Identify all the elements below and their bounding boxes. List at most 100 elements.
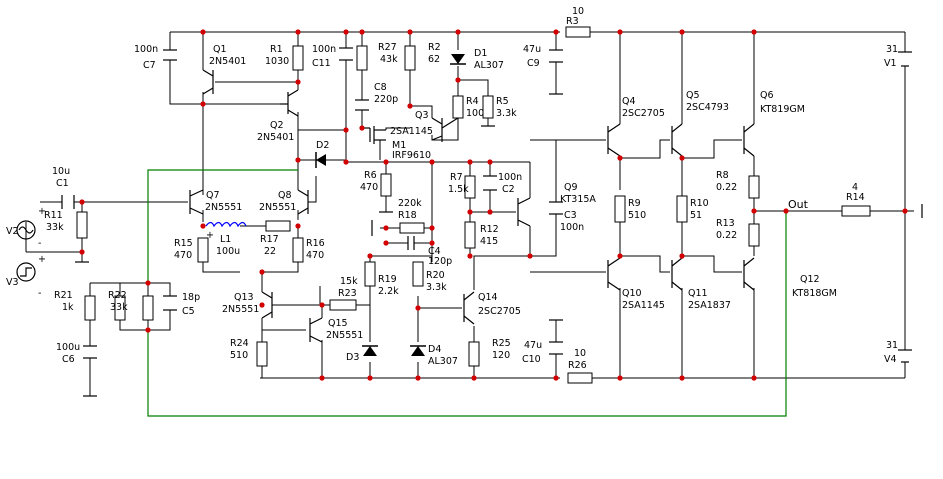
r22b-body: [142, 295, 154, 321]
q5-ref: Q5: [686, 90, 700, 101]
c1-ref: C1: [56, 178, 69, 189]
r12-body: [464, 221, 476, 249]
c10-ref: C10: [522, 354, 541, 365]
d1-part: AL307: [474, 60, 504, 71]
r14-value: 4: [852, 182, 858, 193]
r8-ref: R8: [716, 170, 729, 181]
q12-symbol: [743, 257, 755, 291]
r23-ref: R23: [338, 288, 357, 299]
r11-value: 33k: [46, 222, 64, 233]
c1-plates: [61, 195, 75, 209]
r21-ref: R21: [54, 290, 73, 301]
c2-plates: [483, 175, 497, 191]
q14-ref: Q14: [478, 292, 498, 303]
l1-ref: L1: [220, 234, 231, 245]
q9-part: KT315A: [560, 194, 596, 205]
sources: [16, 220, 36, 282]
r9-value: 510: [628, 210, 646, 221]
r13-body: [748, 223, 760, 247]
r9-body: [614, 195, 626, 223]
q2-ref: Q2: [270, 120, 284, 131]
r13-ref: R13: [716, 218, 735, 229]
r5-value: 3.3k: [496, 108, 517, 119]
c11-ref: C11: [312, 58, 331, 69]
q9-symbol: [517, 197, 531, 227]
r3-value: 10: [572, 6, 584, 17]
c8-ref: C8: [374, 82, 387, 93]
r6-body: [380, 173, 392, 197]
v1-plates: [898, 51, 912, 67]
r20-ref: R20: [426, 270, 445, 281]
r2-body: [404, 45, 416, 71]
c11-value: 100n: [312, 44, 336, 55]
c6-value: 100u: [56, 342, 80, 353]
q12-part: KT818GM: [792, 288, 837, 299]
r7-value: 1.5k: [448, 184, 469, 195]
m1-symbol: [362, 126, 386, 144]
r13-value: 0.22: [716, 230, 737, 241]
r4-body: [452, 95, 464, 119]
r18-body: [399, 222, 425, 234]
r16-value: 470: [306, 250, 324, 261]
v2-ref: V2: [6, 226, 19, 237]
r14-body: [841, 205, 871, 217]
r3-body: [565, 26, 591, 38]
c10-value: 47u: [524, 340, 542, 351]
v3-ref: V3: [6, 277, 19, 288]
c7-value: 100n: [134, 44, 158, 55]
c9-value: 47u: [523, 44, 541, 55]
r3-ref: R3: [566, 16, 579, 27]
m1-part: IRF9610: [392, 150, 431, 161]
r27-body: [356, 45, 368, 71]
q7-ref: Q7: [206, 190, 220, 201]
q3-symbol: [431, 117, 459, 142]
c4-plates: [407, 236, 415, 250]
v2-plus-sign: +: [38, 206, 46, 217]
q4-ref: Q4: [622, 96, 636, 107]
component-labels: 100n C7 Q1 2N5401 R1 1030 100n C11 R27 4…: [6, 6, 898, 371]
r11-body: [76, 211, 88, 239]
c6-ref: C6: [62, 354, 75, 365]
q14-part: 2SC2705: [478, 306, 521, 317]
r24-ref: R24: [230, 338, 249, 349]
r21-body: [84, 295, 96, 321]
d3-symbol: [362, 345, 378, 356]
r20-body: [412, 261, 424, 287]
c5-ref: C5: [182, 306, 195, 317]
c2-ref: C2: [502, 184, 515, 195]
d3-ref: D3: [346, 352, 359, 363]
r15-body: [197, 237, 209, 263]
r26-body: [567, 372, 593, 384]
d1-ref: D1: [474, 48, 487, 59]
resistors: [76, 26, 871, 384]
c9-ref: C9: [527, 58, 540, 69]
r12-value: 415: [480, 236, 498, 247]
gnd-r6: [371, 211, 393, 236]
r18-value: 220k: [398, 198, 422, 209]
c3-value: 100n: [560, 222, 584, 233]
q6-ref: Q6: [760, 90, 774, 101]
q14-symbol: [463, 291, 475, 325]
r17-ref: R17: [260, 234, 279, 245]
q10-symbol: [607, 257, 621, 291]
r5-ref: R5: [496, 96, 509, 107]
q5-symbol: [671, 123, 683, 157]
r4-value: 100: [466, 108, 484, 119]
v1-ref: V1: [884, 58, 897, 69]
q3-ref: Q3: [415, 110, 429, 121]
r1-ref: R1: [270, 44, 283, 55]
q1-ref: Q1: [213, 44, 227, 55]
d2-ref: D2: [316, 140, 329, 151]
v4-ref: V4: [884, 354, 897, 365]
c5-value: 18p: [182, 292, 200, 303]
r20-value: 3.3k: [426, 282, 447, 293]
capacitors: [61, 47, 912, 363]
r1-body: [292, 45, 304, 71]
q13-part: 2N5551: [222, 304, 259, 315]
r24-body: [256, 341, 268, 367]
c7-plates: [163, 49, 177, 61]
r10-value: 51: [690, 210, 702, 221]
feedback-wire: [147, 169, 787, 417]
r15-value: 470: [174, 250, 192, 261]
